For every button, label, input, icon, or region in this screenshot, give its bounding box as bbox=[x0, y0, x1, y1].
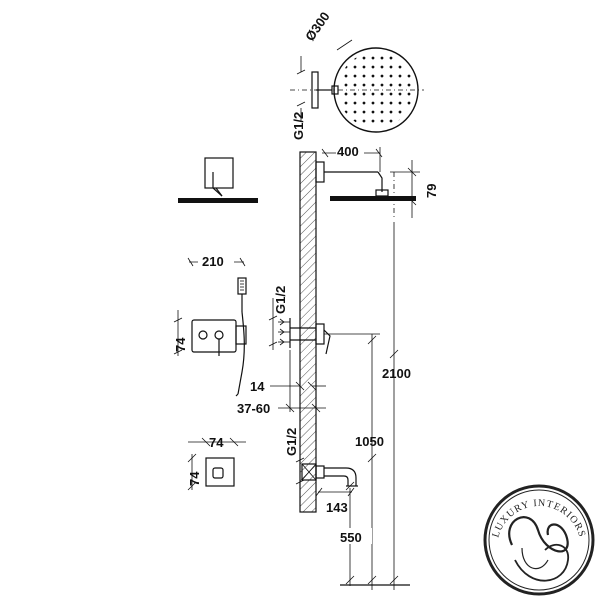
wall bbox=[299, 151, 317, 513]
box-height-dimension: 74 bbox=[187, 453, 202, 491]
mixer-height-dimension: 74 bbox=[173, 310, 188, 356]
shower-height-label: 2100 bbox=[382, 366, 411, 381]
depth-range-label: 37-60 bbox=[237, 401, 270, 416]
luxury-interiors-logo: LUXURY INTERIORS bbox=[483, 484, 595, 596]
diverter-box bbox=[205, 457, 235, 487]
shower-head-plan-icon bbox=[178, 157, 258, 203]
diameter-label: Ø300 bbox=[302, 9, 333, 44]
arm-length-dimension: 400 bbox=[321, 143, 383, 172]
spout-height-dimension: 1050 bbox=[355, 334, 384, 590]
box-width-dimension: 74 bbox=[188, 435, 246, 450]
mixer-side-view bbox=[278, 318, 380, 355]
hand-shower bbox=[235, 277, 247, 397]
shower-head-front-view bbox=[290, 47, 424, 133]
arm-drop-label: 79 bbox=[424, 184, 439, 198]
thread-dimension-low: G1/2 bbox=[284, 428, 305, 485]
mixer-plate bbox=[191, 319, 247, 356]
depth-dimensions: 14 37-60 bbox=[237, 350, 326, 416]
box-width-label: 74 bbox=[209, 435, 224, 450]
mixer-height-label: 74 bbox=[173, 337, 188, 352]
arm-drop-dimension: 79 bbox=[390, 160, 439, 218]
spout-length-dimension: 143 bbox=[315, 487, 355, 515]
thread-dimension-top: G1/2 bbox=[291, 56, 306, 140]
shower-arm-side-view bbox=[315, 161, 416, 220]
shower-height-dimension: 2100 bbox=[382, 222, 411, 590]
box-height-label: 74 bbox=[187, 471, 202, 486]
thread-label-mid: G1/2 bbox=[273, 286, 288, 314]
thread-dimension-mid: G1/2 bbox=[268, 286, 288, 350]
thread-label-top: G1/2 bbox=[291, 112, 306, 140]
depth-14-label: 14 bbox=[250, 379, 265, 394]
floor-height-label: 550 bbox=[340, 530, 362, 545]
thread-label-low: G1/2 bbox=[284, 428, 299, 456]
diameter-dimension: Ø300 bbox=[302, 9, 353, 51]
handshower-width-dimension: 210 bbox=[187, 252, 246, 270]
spout-height-label: 1050 bbox=[355, 434, 384, 449]
bath-spout bbox=[301, 463, 358, 487]
handshower-width-label: 210 bbox=[202, 254, 224, 269]
floor-height-dimension: 550 bbox=[336, 481, 372, 586]
arm-length-label: 400 bbox=[337, 144, 359, 159]
spout-length-label: 143 bbox=[326, 500, 348, 515]
